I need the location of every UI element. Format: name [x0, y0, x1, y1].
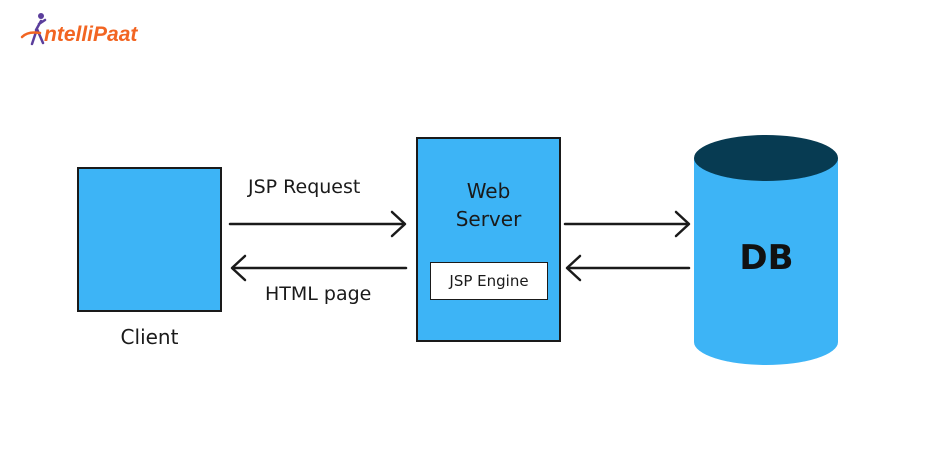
html-page-arrow [230, 254, 408, 282]
web-server-title-line1: Web [466, 179, 511, 203]
client-box [77, 167, 222, 312]
web-server-title-line2: Server [455, 207, 522, 231]
logo-text: ntelliPaat [44, 23, 138, 46]
jsp-engine-box: JSP Engine [430, 262, 548, 300]
jsp-request-arrow [228, 210, 407, 238]
html-page-label: HTML page [265, 283, 372, 305]
web-server-box: Web Server JSP Engine [416, 137, 561, 342]
database-label: DB [739, 238, 794, 278]
intellipaat-logo: ntelliPaat [20, 13, 138, 46]
web-server-title: Web Server [418, 177, 559, 233]
client-label: Client [120, 325, 179, 349]
database-cylinder [694, 135, 838, 365]
db-to-server-arrow [565, 254, 691, 282]
database-top [694, 135, 838, 181]
logo-figure-icon [20, 13, 47, 46]
server-to-db-arrow [563, 210, 691, 238]
jsp-request-label: JSP Request [248, 176, 361, 198]
database-body [694, 158, 838, 365]
